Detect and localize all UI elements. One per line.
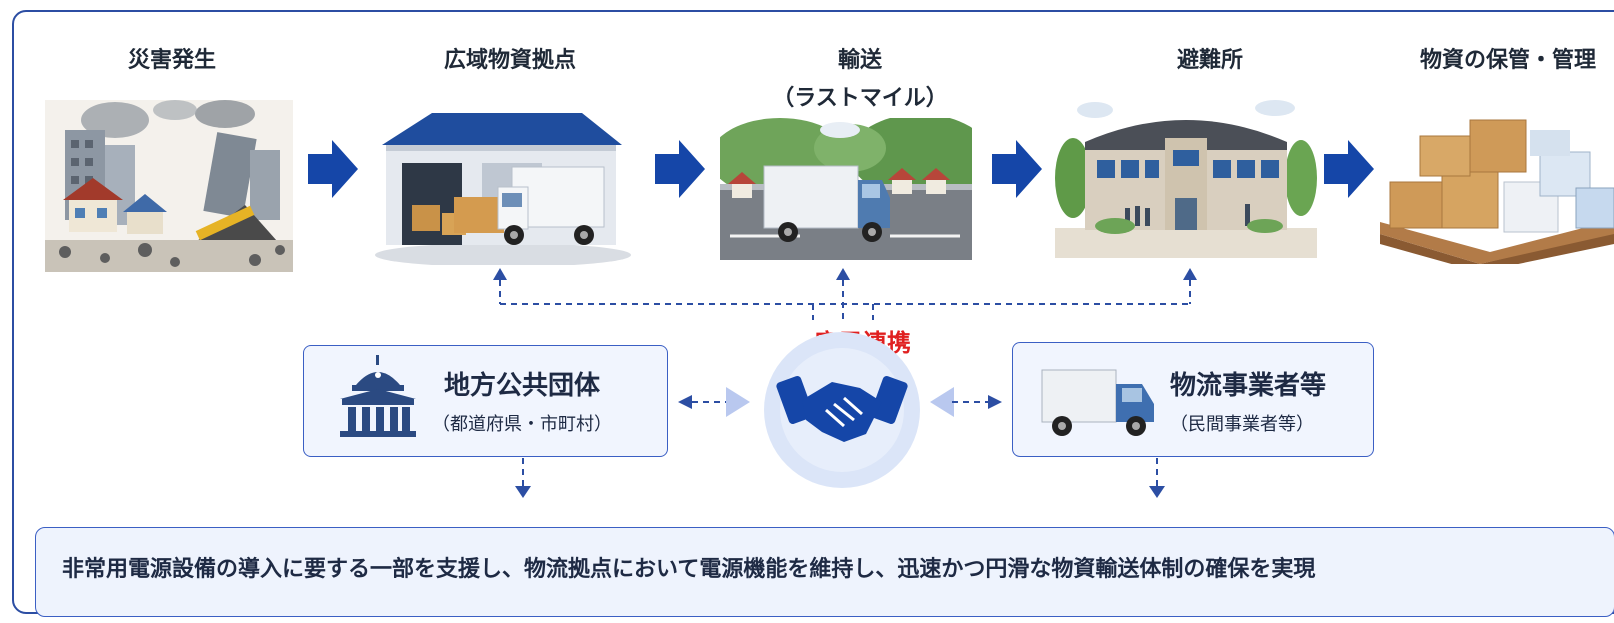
local-government-title: 地方公共団体 [444,371,601,401]
goal-box [35,527,1614,617]
arrow-logistics-goal [1147,458,1167,500]
delivery-truck-icon [720,118,972,260]
truck-icon [1040,362,1158,440]
logistics-operator-title: 物流事業者等 [1170,371,1327,401]
local-government-subtitle: （都道府県・市町村） [432,414,612,435]
stage-label-transport: 輸送 [837,48,882,73]
arrow-logistics-partnership [928,385,1004,419]
stage-label-last-mile: （ラストマイル） [772,86,948,111]
flow-arrow-4 [1324,140,1374,198]
stage-label-disaster: 災害発生 [127,48,216,73]
flow-arrow-3 [992,140,1042,198]
evacuation-shelter-icon [1055,98,1317,258]
government-building-icon [336,355,420,441]
supply-boxes-icon [1380,112,1614,264]
collapsed-buildings-icon [45,100,293,272]
flow-arrow-1 [308,140,358,198]
arrow-government-goal [513,458,533,500]
handshake-icon [762,330,922,490]
stage-label-wide-area-hub: 広域物資拠点 [443,48,576,73]
goal-text: 非常用電源設備の導入に要する一部を支援し、物流拠点において電源機能を維持し、迅速… [62,557,1316,582]
partnership-connectors [480,260,1220,340]
stage-label-storage: 物資の保管・管理 [1420,48,1597,73]
stage-label-shelter: 避難所 [1176,48,1243,73]
flow-arrow-2 [655,140,705,198]
arrow-government-partnership [676,385,752,419]
logistics-operator-subtitle: （民間事業者等） [1170,414,1314,435]
warehouse-icon [372,105,634,265]
